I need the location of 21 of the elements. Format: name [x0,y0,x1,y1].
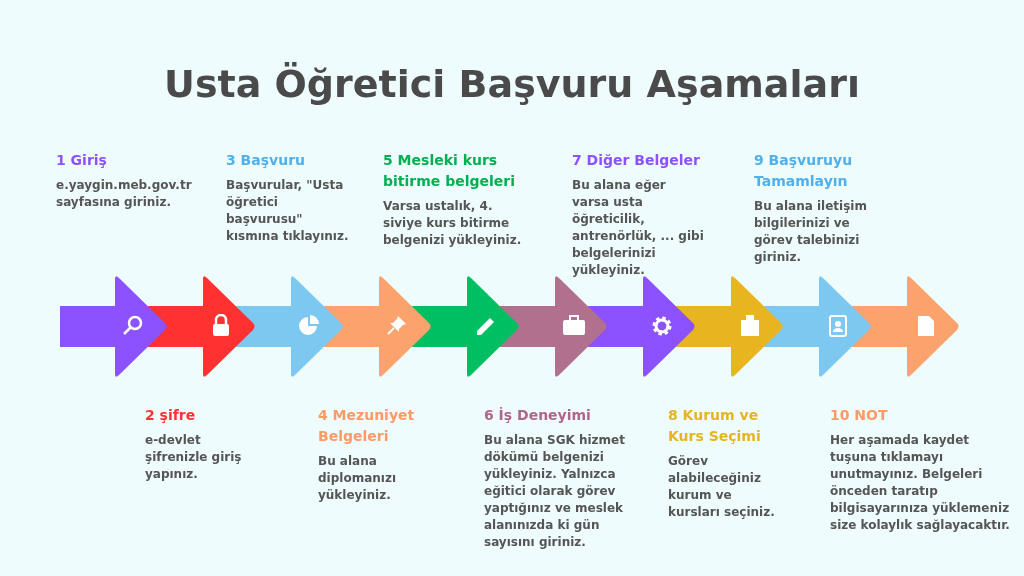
step-heading: 5 Mesleki kurs bitirme belgeleri [383,151,516,191]
step-description: e.yaygin.meb.gov.tr sayfasına giriniz. [56,177,193,211]
step-heading: 6 İş Deneyimi [484,406,592,425]
step-description: Bu alana eğer varsa usta öğreticilik, antrenörlük, ... gibi belgelerinizi yükleyiniz. [572,177,705,279]
step-description: Görev alabileceğiniz kurum ve kursları seçiniz. [668,453,776,521]
title: Usta Öğretici Başvuru Aşamaları [164,62,860,106]
step-description: e-devlet şifrenizle giriş yapınız. [145,432,243,483]
step-description: Bu alana SGK hizmet dökümü belgenizi yükleyiniz. Yalnızca eğitici olarak görev yaptığınız ve meslek alanınızda ki gün sayısını giriniz. [484,432,626,551]
step-heading: 1 Giriş [56,151,108,170]
step-heading: 2 şifre [145,406,197,425]
step-description: Varsa ustalık, 4. siviye kurs bitirme belgenizi yükleyiniz. [383,198,523,249]
step-description: Bu alana iletişim bilgilerinizi ve görev talebinizi giriniz. [754,198,868,266]
step-heading: 3 Başvuru [226,151,307,170]
step-heading: 10 NOT [830,406,889,425]
step-description: Her aşamada kaydet tuşuna tıklamayı unutmayınız. Belgeleri önceden taratıp bilgisayarınıza yüklemeniz size kolaylık sağlayacaktır. [830,432,1011,534]
step-description: Başvurular, "Usta öğretici başvurusu" kısmına tıklayınız. [226,177,350,245]
step-heading: 7 Diğer Belgeler [572,151,701,170]
step-description: Bu alana diplomanızı yükleyiniz. [318,453,397,504]
step-heading: 4 Mezuniyet Belgeleri [318,406,416,446]
step-heading: 8 Kurum ve Kurs Seçimi [668,406,762,446]
step-heading: 9 Başvuruyu Tamamlayın [754,151,854,191]
